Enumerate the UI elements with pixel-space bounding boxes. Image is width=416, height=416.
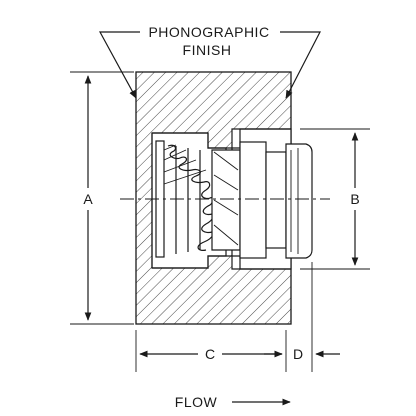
finish-callout: PHONOGRAPHIC FINISH	[98, 24, 321, 99]
finish-label-line2: FINISH	[183, 42, 232, 58]
finish-label-line1: PHONOGRAPHIC	[148, 24, 269, 40]
flow-indicator: FLOW	[175, 394, 291, 410]
poppet	[211, 141, 313, 259]
dimension-a: A	[70, 71, 134, 325]
dim-b-label: B	[350, 191, 359, 207]
dimension-d: D	[264, 262, 340, 372]
dimension-c: C	[135, 330, 287, 372]
flow-label: FLOW	[175, 394, 218, 410]
dim-d-label: D	[293, 346, 303, 362]
dim-c-label: C	[205, 346, 215, 362]
dim-a-label: A	[83, 191, 93, 207]
